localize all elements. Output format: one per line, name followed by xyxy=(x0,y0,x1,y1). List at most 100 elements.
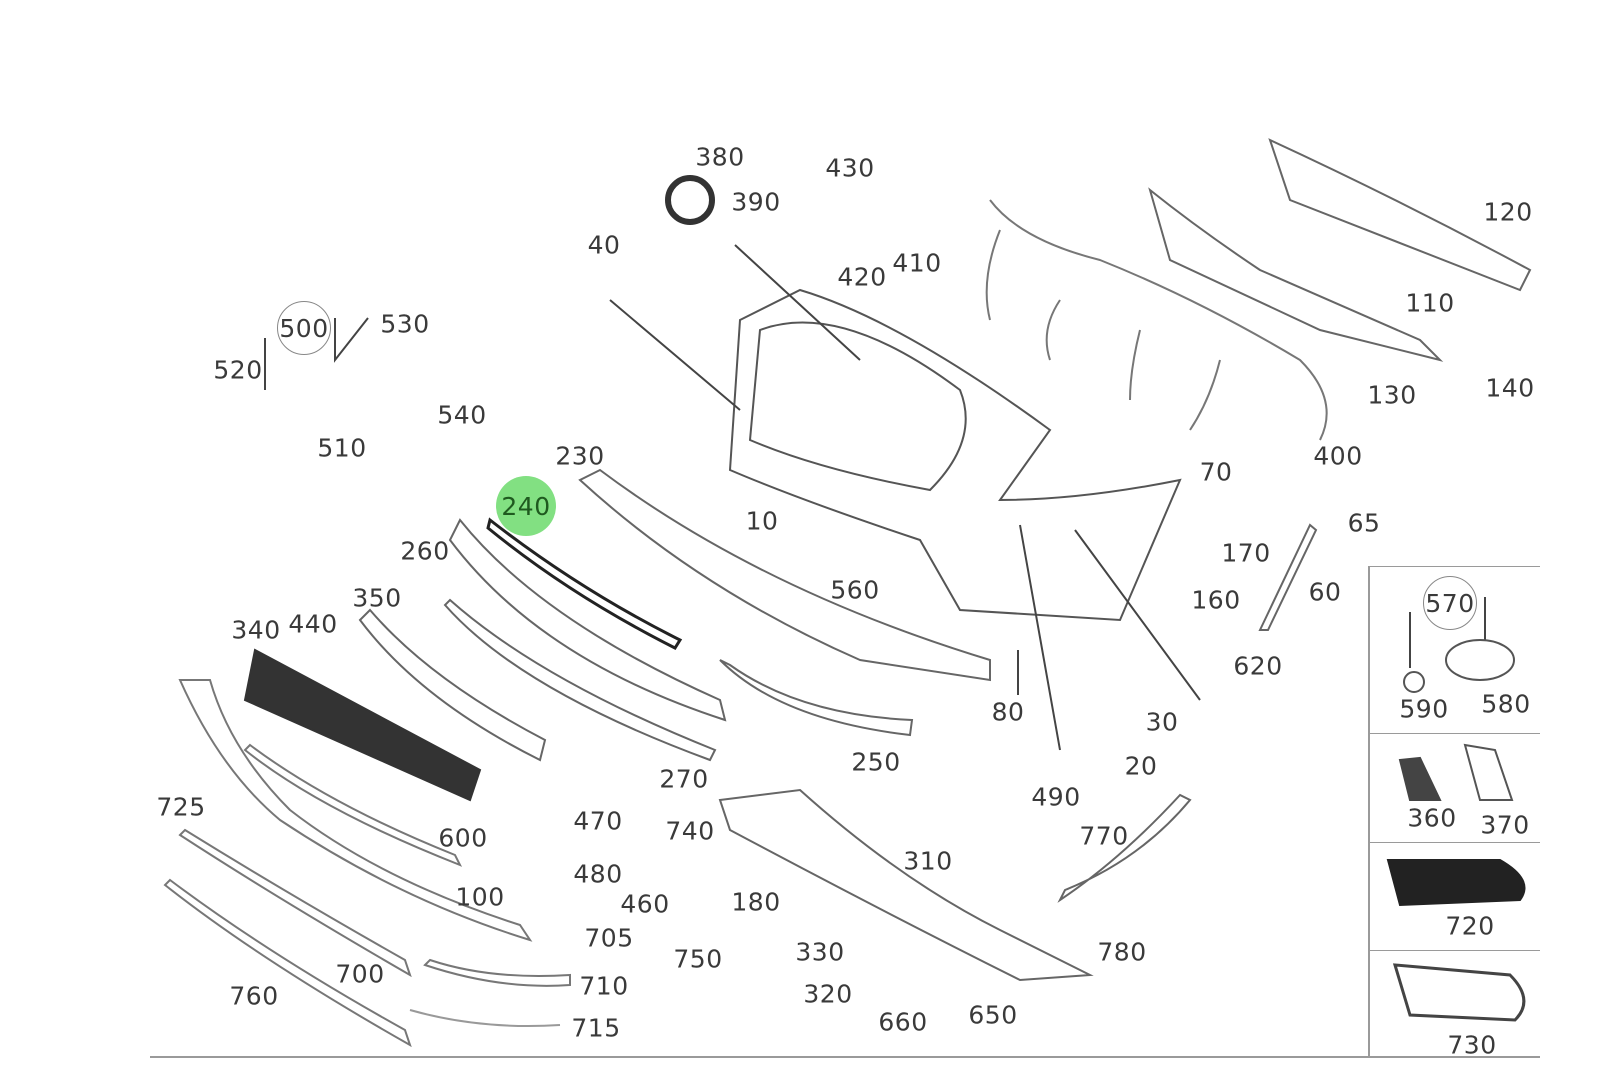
part-60 xyxy=(1258,523,1318,631)
part-label-620[interactable]: 620 xyxy=(1233,651,1283,681)
part-250 xyxy=(719,659,914,737)
part-label-230[interactable]: 230 xyxy=(555,441,605,471)
part-label-180[interactable]: 180 xyxy=(731,887,781,917)
part-label-760[interactable]: 760 xyxy=(229,981,279,1011)
part-label-130[interactable]: 130 xyxy=(1367,380,1417,410)
part-label-410[interactable]: 410 xyxy=(892,248,942,278)
part-label-350[interactable]: 350 xyxy=(352,583,402,613)
part-label-360[interactable]: 360 xyxy=(1407,803,1457,833)
part-label-560[interactable]: 560 xyxy=(830,575,880,605)
part-label-540[interactable]: 540 xyxy=(437,400,487,430)
part-715 xyxy=(409,1009,561,1027)
part-760 xyxy=(163,878,412,1048)
leader-lines xyxy=(264,244,1486,751)
part-label-590[interactable]: 590 xyxy=(1399,694,1449,724)
part-label-520[interactable]: 520 xyxy=(213,355,263,385)
part-260 xyxy=(448,518,727,722)
part-370 xyxy=(1463,743,1514,801)
part-label-715[interactable]: 715 xyxy=(571,1013,621,1043)
part-label-600[interactable]: 600 xyxy=(438,823,488,853)
part-590 xyxy=(1403,671,1425,693)
part-label-40[interactable]: 40 xyxy=(587,230,621,260)
part-label-700[interactable]: 700 xyxy=(335,959,385,989)
part-label-500[interactable]: 500 xyxy=(277,301,331,355)
part-label-65[interactable]: 65 xyxy=(1347,508,1381,538)
panel-rule xyxy=(1368,733,1540,734)
part-label-270[interactable]: 270 xyxy=(659,764,709,794)
part-label-470[interactable]: 470 xyxy=(573,806,623,836)
part-270 xyxy=(443,598,717,762)
part-720 xyxy=(1386,859,1526,907)
part-label-740[interactable]: 740 xyxy=(665,816,715,846)
part-label-330[interactable]: 330 xyxy=(795,937,845,967)
part-label-310[interactable]: 310 xyxy=(903,846,953,876)
part-label-430[interactable]: 430 xyxy=(825,153,875,183)
part-240 xyxy=(486,517,683,650)
part-label-320[interactable]: 320 xyxy=(803,979,853,1009)
part-label-570[interactable]: 570 xyxy=(1423,576,1477,630)
part-label-780[interactable]: 780 xyxy=(1097,937,1147,967)
part-label-400[interactable]: 400 xyxy=(1313,441,1363,471)
part-label-530[interactable]: 530 xyxy=(380,309,430,339)
part-label-70[interactable]: 70 xyxy=(1199,457,1233,487)
part-label-240[interactable]: 240 xyxy=(496,476,556,536)
panel-rule xyxy=(1368,566,1540,567)
part-label-480[interactable]: 480 xyxy=(573,859,623,889)
part-label-770[interactable]: 770 xyxy=(1079,821,1129,851)
part-310 xyxy=(718,788,1094,982)
part-label-140[interactable]: 140 xyxy=(1485,373,1535,403)
part-label-250[interactable]: 250 xyxy=(851,747,901,777)
part-grille-opening xyxy=(748,321,967,492)
part-label-460[interactable]: 460 xyxy=(620,889,670,919)
part-label-750[interactable]: 750 xyxy=(673,944,723,974)
part-label-380[interactable]: 380 xyxy=(695,142,745,172)
part-wiring-harness xyxy=(985,199,1328,441)
part-580 xyxy=(1445,639,1515,681)
part-710 xyxy=(423,958,571,987)
panel-divider xyxy=(1368,566,1370,1058)
part-label-340[interactable]: 340 xyxy=(231,615,281,645)
part-grille-340 xyxy=(243,648,482,802)
part-label-110[interactable]: 110 xyxy=(1405,288,1455,318)
part-770 xyxy=(1057,793,1192,903)
part-label-120[interactable]: 120 xyxy=(1483,197,1533,227)
part-label-100[interactable]: 100 xyxy=(455,882,505,912)
part-700 xyxy=(178,828,412,978)
part-label-170[interactable]: 170 xyxy=(1221,538,1271,568)
part-bumper-cover xyxy=(728,288,1182,622)
part-label-10[interactable]: 10 xyxy=(745,506,779,536)
part-label-650[interactable]: 650 xyxy=(968,1000,1018,1030)
part-label-390[interactable]: 390 xyxy=(731,187,781,217)
part-label-30[interactable]: 30 xyxy=(1145,707,1179,737)
part-130 xyxy=(1148,187,1444,362)
part-label-490[interactable]: 490 xyxy=(1031,782,1081,812)
part-230 xyxy=(578,468,991,682)
part-label-80[interactable]: 80 xyxy=(991,697,1025,727)
part-label-725[interactable]: 725 xyxy=(156,792,206,822)
part-label-730[interactable]: 730 xyxy=(1447,1030,1497,1060)
part-label-580[interactable]: 580 xyxy=(1481,689,1531,719)
bottom-rule xyxy=(150,1056,1540,1058)
panel-rule xyxy=(1368,950,1540,951)
part-label-440[interactable]: 440 xyxy=(288,609,338,639)
part-label-60[interactable]: 60 xyxy=(1308,577,1342,607)
part-360 xyxy=(1398,756,1442,801)
part-label-660[interactable]: 660 xyxy=(878,1007,928,1037)
part-label-260[interactable]: 260 xyxy=(400,536,450,566)
part-label-420[interactable]: 420 xyxy=(837,262,887,292)
part-110 xyxy=(1268,138,1532,292)
part-380 xyxy=(665,175,715,225)
part-100 xyxy=(178,679,533,942)
part-730 xyxy=(1392,963,1526,1022)
part-label-370[interactable]: 370 xyxy=(1480,810,1530,840)
part-label-720[interactable]: 720 xyxy=(1445,911,1495,941)
part-350 xyxy=(358,608,547,762)
panel-rule xyxy=(1368,842,1540,843)
part-label-20[interactable]: 20 xyxy=(1124,751,1158,781)
part-label-510[interactable]: 510 xyxy=(317,433,367,463)
part-label-705[interactable]: 705 xyxy=(584,923,634,953)
part-label-160[interactable]: 160 xyxy=(1191,585,1241,615)
part-label-710[interactable]: 710 xyxy=(579,971,629,1001)
